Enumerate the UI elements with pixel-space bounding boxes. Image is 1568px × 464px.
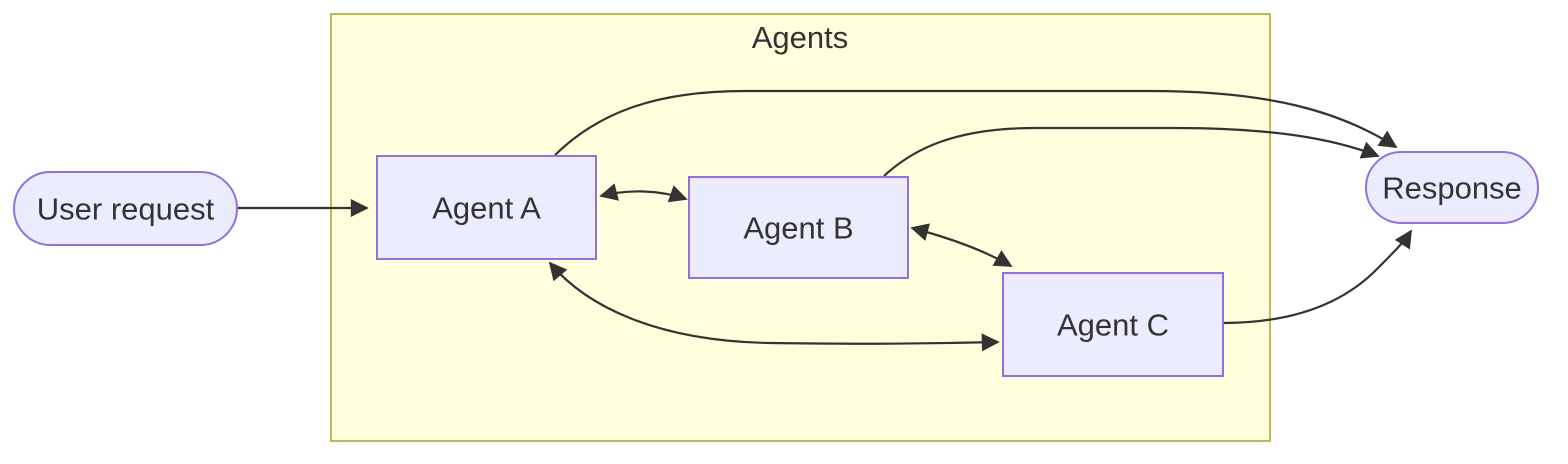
response-shape [1365, 151, 1539, 224]
node-agent-c: Agent C [1002, 272, 1224, 377]
agent-b-label: Agent B [743, 211, 853, 246]
node-agent-a: Agent A [376, 155, 597, 260]
node-agent-b: Agent B [688, 176, 909, 279]
edges-layer [236, 89, 1412, 352]
agents-cluster-title: Agents [752, 20, 849, 55]
user-request-label: User request [37, 192, 215, 227]
edge-agent-c-to-response [1222, 229, 1412, 325]
agent-a-label: Agent A [432, 191, 541, 226]
response-label: Response [1382, 171, 1522, 206]
edge-agent-a-to-response [554, 89, 1398, 156]
node-user-request: User request [13, 171, 238, 246]
edge-agent-b-to-response [883, 126, 1380, 177]
agent-a-shape [376, 155, 597, 260]
edge-agent-a-agent-c-bidirectional [548, 261, 1000, 352]
edge-agent-b-agent-c-bidirectional [910, 223, 1013, 267]
agent-c-shape [1002, 272, 1224, 377]
node-response: Response [1365, 151, 1539, 224]
user-request-shape [13, 171, 238, 246]
edge-agent-a-agent-b-bidirectional [599, 183, 688, 203]
agent-b-shape [688, 176, 909, 279]
agent-c-label: Agent C [1057, 308, 1169, 343]
